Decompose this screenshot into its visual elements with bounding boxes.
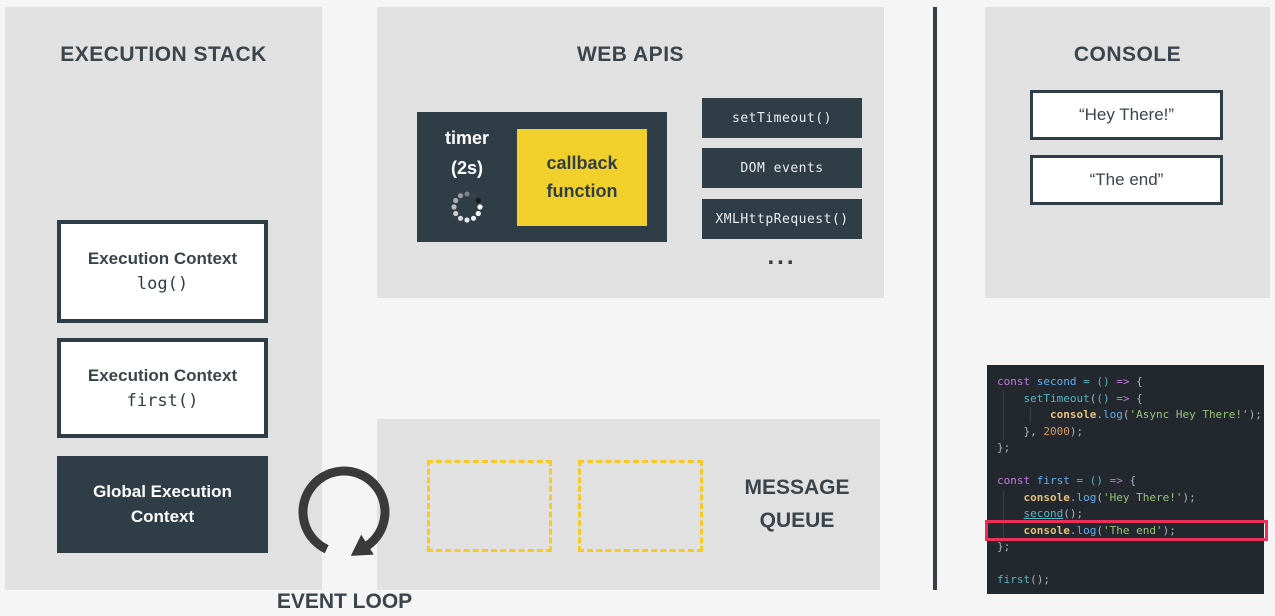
indent-guide bbox=[1003, 490, 1004, 539]
code-line: const second = () => { bbox=[997, 375, 1143, 388]
settimeout-api-box: setTimeout() bbox=[702, 98, 862, 138]
timer-box: timer (2s) callback function bbox=[417, 112, 667, 242]
vertical-divider bbox=[933, 7, 937, 590]
xmlhttprequest-api-box: XMLHttpRequest() bbox=[702, 199, 862, 239]
log-function-label: log() bbox=[136, 274, 189, 294]
dom-events-api-box: DOM events bbox=[702, 148, 862, 188]
message-queue-title: MESSAGE QUEUE bbox=[717, 471, 877, 537]
code-line-highlighted: console.log('The end'); bbox=[985, 519, 1268, 541]
code-lines: const second = () => { setTimeout(() => … bbox=[985, 374, 1268, 589]
message-queue-title-line1: MESSAGE bbox=[744, 476, 850, 499]
execution-context-label: Execution Context bbox=[87, 249, 238, 268]
first-function-label: first() bbox=[126, 390, 199, 411]
message-queue-panel: MESSAGE QUEUE bbox=[377, 419, 880, 590]
loading-spinner-icon bbox=[451, 191, 483, 223]
console-output-hey-there: “Hey There!” bbox=[1030, 90, 1223, 140]
execution-context-label: Execution Context bbox=[87, 365, 238, 385]
xmlhttprequest-label: XMLHttpRequest() bbox=[715, 211, 849, 227]
code-line bbox=[997, 556, 1264, 573]
indent-guide bbox=[1030, 407, 1031, 423]
console-output-text: “Hey There!” bbox=[1078, 105, 1175, 124]
code-line: console.log('Hey There!'); bbox=[1023, 490, 1196, 504]
queue-slot bbox=[578, 460, 703, 552]
web-apis-panel: WEB APIS timer (2s) callback function bbox=[377, 7, 884, 298]
code-editor: const second = () => { setTimeout(() => … bbox=[985, 365, 1268, 594]
global-execution-context-box: Global Execution Context bbox=[57, 456, 268, 553]
code-line: first(); bbox=[997, 573, 1050, 586]
web-apis-title: WEB APIS bbox=[576, 43, 685, 66]
execution-stack-title: EXECUTION STACK bbox=[60, 43, 267, 66]
dom-events-label: DOM events bbox=[740, 160, 824, 176]
console-output-the-end: “The end” bbox=[1030, 155, 1223, 205]
code-line: const first = () => { bbox=[997, 474, 1137, 487]
console-title: CONSOLE bbox=[1073, 43, 1182, 66]
queue-slot bbox=[427, 460, 552, 552]
timer-duration-label: (2s) bbox=[450, 158, 483, 178]
code-line: }; bbox=[997, 441, 1011, 454]
settimeout-label: setTimeout() bbox=[732, 110, 832, 126]
execution-context-log-box: Execution Context log() bbox=[57, 220, 268, 323]
console-output-text: “The end” bbox=[1089, 170, 1164, 189]
code-line: }, 2000); bbox=[997, 424, 1084, 438]
event-loop-arrow-icon bbox=[298, 466, 390, 556]
indent-guide bbox=[1003, 391, 1004, 440]
code-line: console.log('Async Hey There!'); bbox=[1049, 408, 1262, 421]
code-line: setTimeout(() => { bbox=[1023, 391, 1143, 405]
timer-label: timer bbox=[444, 128, 489, 148]
more-apis-ellipsis: ... bbox=[767, 243, 797, 270]
event-loop-label: EVENT LOOP bbox=[276, 590, 413, 613]
code-line: second(); bbox=[1023, 507, 1084, 520]
code-line: }; bbox=[997, 540, 1011, 553]
message-queue-title-line2: QUEUE bbox=[759, 509, 835, 532]
global-context-label: Context bbox=[130, 507, 195, 526]
execution-context-first-box: Execution Context first() bbox=[57, 338, 268, 438]
callback-label: callback bbox=[546, 153, 618, 173]
console-panel: CONSOLE “Hey There!” “The end” bbox=[985, 7, 1270, 298]
callback-function-box: callback function bbox=[517, 129, 647, 226]
function-label: function bbox=[546, 181, 618, 201]
global-execution-label: Global Execution bbox=[93, 482, 232, 501]
execution-stack-panel: EXECUTION STACK Execution Context log() … bbox=[5, 7, 322, 590]
code-line bbox=[997, 457, 1264, 474]
